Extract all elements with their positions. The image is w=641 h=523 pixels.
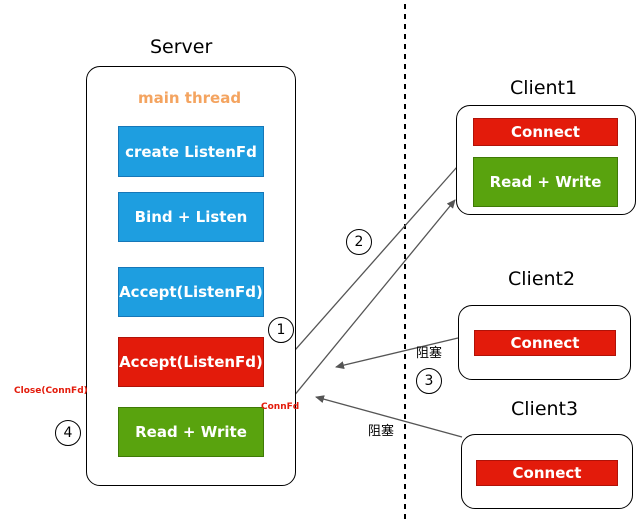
server-read-write-box: Read + Write [118,407,264,457]
arrow-client2-blocked [335,337,459,370]
client1-title: Client1 [510,77,578,99]
create-listenfd-box: create ListenFd [118,126,264,177]
blocked-label-client2: 阻塞 [416,346,443,361]
blocked-label-client3: 阻塞 [368,424,395,439]
client3-title: Client3 [511,398,579,420]
arrow-client3-blocked [315,395,463,438]
close-connfd-label: Close(ConnFd) [14,386,88,396]
client1-read-write-box: Read + Write [473,157,618,207]
arrow-client1-connect [264,166,458,385]
step-marker-1: 1 [268,317,294,343]
server-title: Server [150,36,213,58]
bind-listen-box: Bind + Listen [118,192,264,242]
accept-listenfd-box: Accept(ListenFd) [118,267,264,317]
client2-connect-box: Connect [474,330,616,356]
arrow-server-to-client1 [269,199,456,426]
client1-connect-box: Connect [473,118,618,146]
client2-title: Client2 [508,268,576,290]
accept-listenfd-active-box: Accept(ListenFd) [118,337,264,387]
step-marker-4: 4 [55,420,81,446]
step-marker-3: 3 [416,368,442,394]
step-marker-2: 2 [346,229,372,255]
connfd-label: ConnFd [261,402,300,412]
client3-connect-box: Connect [476,460,618,486]
main-thread-label: main thread [138,89,242,107]
